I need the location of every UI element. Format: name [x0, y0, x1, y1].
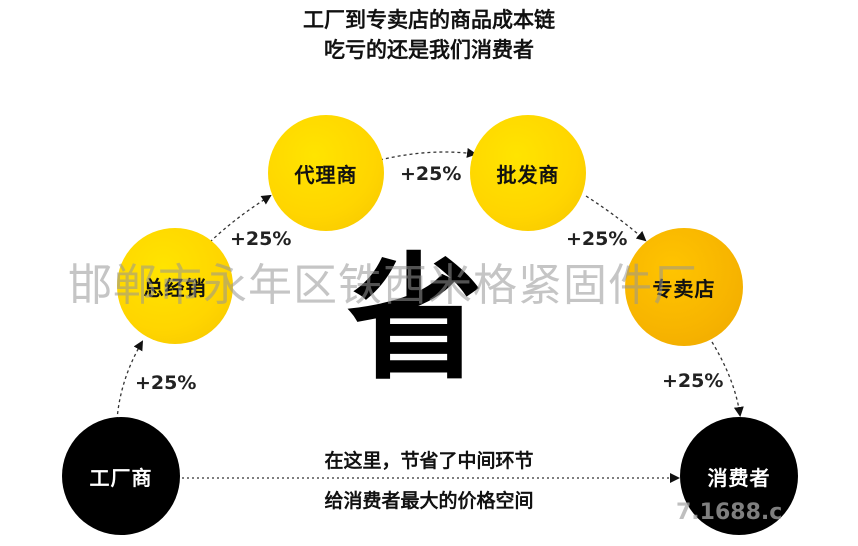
save-big-character: 省 [347, 241, 483, 399]
diagram-title-line-1: 工厂到专卖店的商品成本链 [303, 8, 555, 32]
markup-label-wholesaler-store: +25% [566, 228, 628, 250]
node-wholesaler: 批发商 [470, 115, 586, 231]
caption-line-1: 在这里，节省了中间环节 [324, 450, 534, 472]
arrow-store-to-consumer [711, 341, 744, 417]
arrow-distributor-to-agent [209, 194, 272, 243]
markup-label-distributor-agent: +25% [230, 228, 292, 250]
markup-label-factory-distributor: +25% [135, 372, 197, 394]
node-store: 专卖店 [625, 228, 743, 346]
caption-line-2: 给消费者最大的价格空间 [324, 490, 534, 512]
arrow-wholesaler-to-store [585, 195, 647, 242]
diagram-title-line-2: 吃亏的还是我们消费者 [324, 38, 534, 62]
node-factory: 工厂商 [62, 417, 180, 535]
markup-label-agent-wholesaler: +25% [400, 163, 462, 185]
arrow-agent-to-wholesaler [379, 147, 477, 161]
node-agent: 代理商 [268, 115, 384, 231]
markup-label-store-consumer: +25% [662, 370, 724, 392]
arrow-factory-to-distributor [116, 340, 144, 421]
node-consumer: 消费者 [680, 417, 798, 535]
node-distributor: 总经销 [117, 228, 233, 344]
